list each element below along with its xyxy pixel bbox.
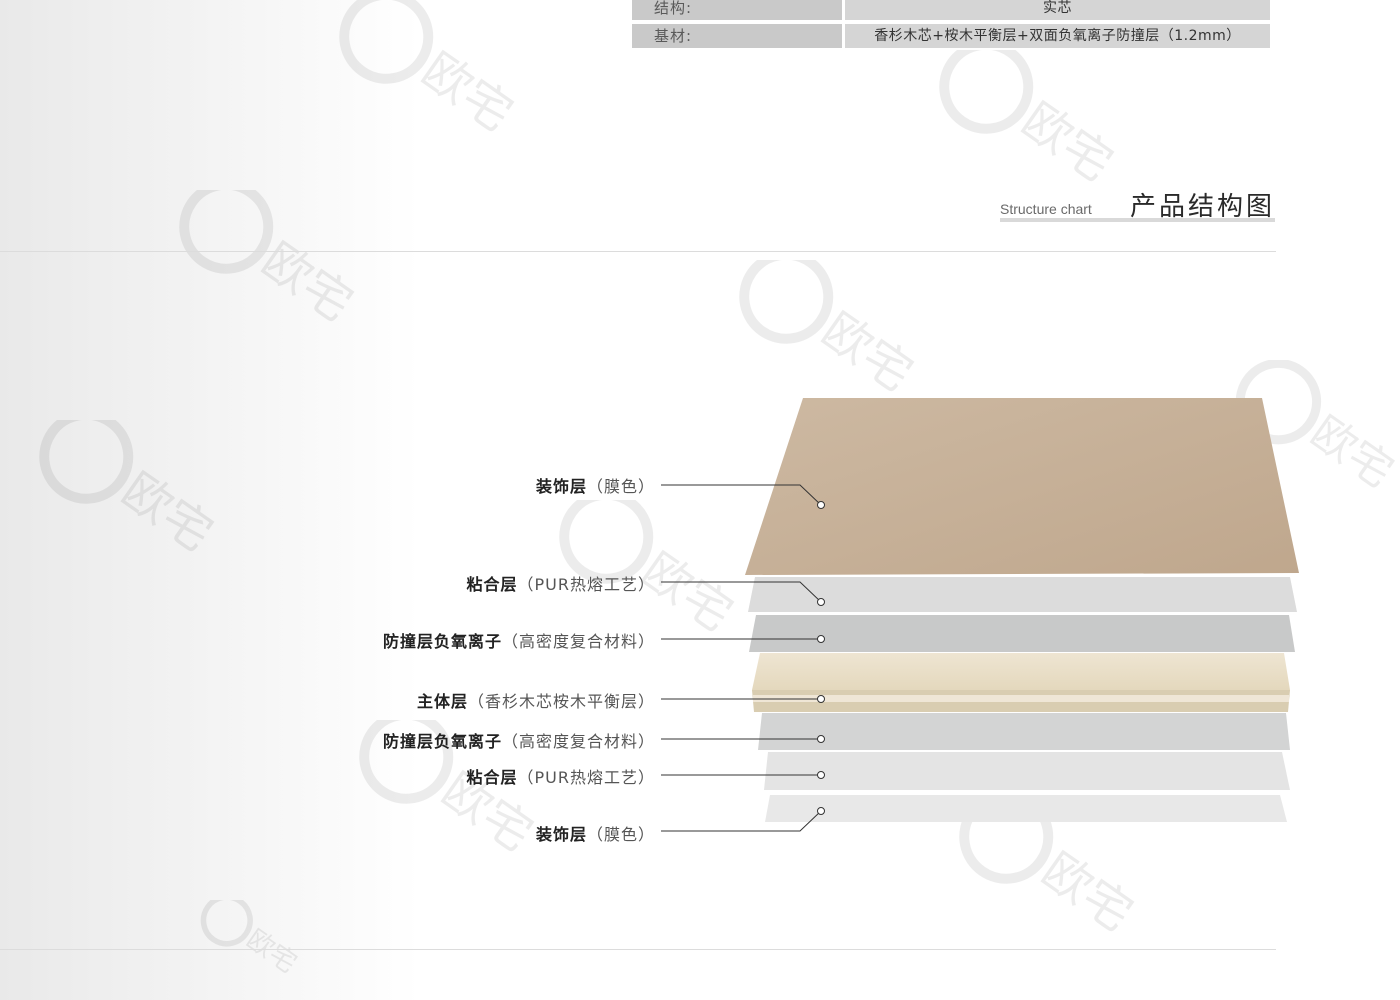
layer-label-sub: （香杉木芯桉木平衡层）: [467, 692, 655, 711]
layer-label-adhesive-top: 粘合层（PUR热熔工艺）: [467, 571, 656, 595]
layer-label-main: 装饰层: [535, 477, 587, 496]
spec-table: 结构: 实芯 基材: 香杉木芯+桉木平衡层+双面负氧离子防撞层（1.2mm）: [632, 0, 1270, 52]
leader-line-7: [661, 810, 822, 832]
layer-label-main: 主体层: [416, 692, 468, 711]
divider-top: [0, 251, 1276, 252]
layer-label-decor-top: 装饰层（膜色）: [536, 473, 655, 497]
layer-label-sub: （PUR热熔工艺）: [517, 768, 655, 787]
spec-row-substrate: 基材: 香杉木芯+桉木平衡层+双面负氧离子防撞层（1.2mm）: [632, 24, 1270, 48]
spec-value: 实芯: [845, 0, 1270, 20]
layer-label-sub: （膜色）: [586, 477, 655, 496]
layer-label-main: 粘合层: [466, 575, 518, 594]
layer-label-sub: （膜色）: [586, 825, 655, 844]
layer-label-decor-bottom: 装饰层（膜色）: [536, 821, 655, 845]
layer-decor-bottom: [765, 795, 1287, 822]
leader-dot: [817, 807, 825, 815]
layer-label-adhesive-bottom: 粘合层（PUR热熔工艺）: [467, 764, 656, 788]
layer-label-sub: （高密度复合材料）: [501, 732, 655, 751]
layer-impact-top: [749, 615, 1295, 652]
layer-label-impact-top: 防撞层负氧离子（高密度复合材料）: [383, 628, 655, 652]
leader-line-1: [661, 484, 822, 506]
layer-label-impact-bottom: 防撞层负氧离子（高密度复合材料）: [383, 728, 655, 752]
leader-dot: [817, 598, 825, 606]
layer-adhesive-bottom: [764, 752, 1290, 790]
layer-label-main: 防撞层负氧离子: [382, 732, 502, 751]
layer-decor-top: [745, 398, 1299, 575]
layer-label-sub: （PUR热熔工艺）: [517, 575, 655, 594]
leader-dot: [817, 635, 825, 643]
leader-dot: [817, 695, 825, 703]
divider-bottom: [0, 949, 1276, 950]
leader-dot: [817, 771, 825, 779]
section-heading: Structure chart 产品结构图: [1000, 186, 1275, 222]
leader-lines: [661, 484, 822, 832]
layer-core-edge-stripe: [753, 695, 1289, 702]
layer-adhesive-top: [748, 577, 1297, 612]
layer-core: [752, 653, 1290, 690]
layer-label-main: 防撞层负氧离子: [382, 632, 502, 651]
spec-row-structure: 结构: 实芯: [632, 0, 1270, 20]
layer-label-core: 主体层（香杉木芯桉木平衡层）: [417, 688, 655, 712]
heading-underline: [1000, 218, 1275, 222]
heading-chinese: 产品结构图: [1129, 192, 1275, 222]
layer-label-main: 粘合层: [466, 768, 518, 787]
spec-value: 香杉木芯+桉木平衡层+双面负氧离子防撞层（1.2mm）: [845, 24, 1270, 48]
spec-label: 基材:: [632, 24, 842, 48]
leader-line-2: [661, 581, 822, 603]
layer-impact-bottom: [758, 713, 1290, 750]
layer-label-main: 装饰层: [535, 825, 587, 844]
leader-dot: [817, 735, 825, 743]
spec-label: 结构:: [632, 0, 842, 20]
heading-english: Structure chart: [1000, 201, 1092, 217]
leader-dots: [817, 501, 825, 815]
layer-label-sub: （高密度复合材料）: [501, 632, 655, 651]
leader-dot: [817, 501, 825, 509]
